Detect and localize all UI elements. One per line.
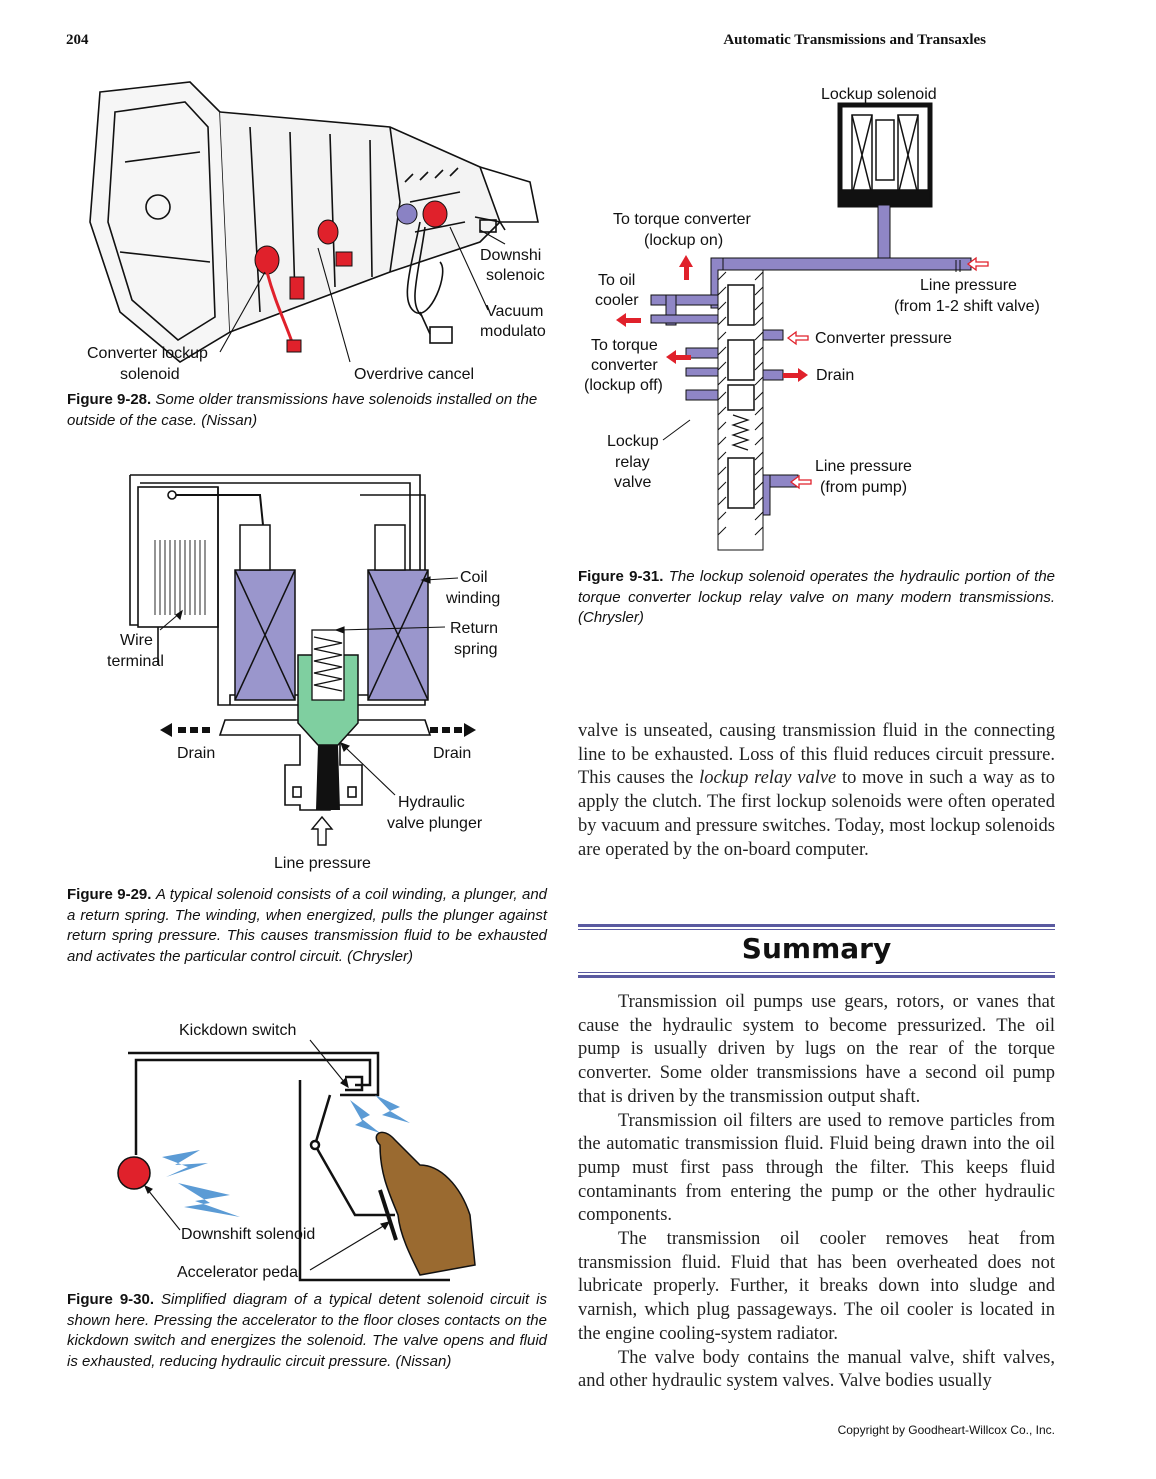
label-wire-terminal-1: Wire <box>120 632 153 649</box>
label-tc-off-2: converter <box>591 357 658 374</box>
label-converter-pressure: Converter pressure <box>815 330 952 347</box>
caption-9-29: Figure 9-29. A typical solenoid consists… <box>67 885 547 967</box>
label-hydraulic-1: Hydraulic <box>398 794 465 811</box>
label-line-pump-2: (from pump) <box>820 479 908 496</box>
text-run: valve is unseated, causing transmission … <box>578 721 1055 789</box>
lockup-relay-valve-diagram <box>616 102 989 551</box>
text-run: to move in such a way as to apply the cl… <box>578 768 1055 860</box>
label-downshift-solenoid: Downshift solenoid <box>181 1226 316 1243</box>
figure-9-29: Coil winding Return spring Wire terminal… <box>100 465 540 880</box>
caption-text: Simplified diagram of a typical detent s… <box>67 1291 547 1370</box>
figure-9-31: Lockup solenoid To torque converter (loc… <box>578 80 1058 555</box>
caption-number: Figure 9-29. <box>67 886 152 903</box>
label-kickdown-switch: Kickdown switch <box>179 1022 297 1039</box>
summary-body: Transmission oil pumps use gears, rotors… <box>578 991 1055 1394</box>
detent-solenoid-circuit <box>117 1039 476 1282</box>
paragraph-continued: valve is unseated, causing transmission … <box>578 720 1055 862</box>
label-overdrive-cancel: Overdrive cancel <box>354 366 475 383</box>
label-wire-terminal-2: terminal <box>107 653 164 670</box>
label-hydraulic-2: valve plunger <box>387 815 483 832</box>
caption-9-30: Figure 9-30. Simplified diagram of a typ… <box>67 1290 547 1372</box>
label-line-pressure: Line pressure <box>274 855 371 872</box>
summary-rule-top-thin <box>578 929 1055 930</box>
running-head: Automatic Transmissions and Transaxles <box>723 32 986 48</box>
label-oil-cooler-1: To oil <box>598 272 636 289</box>
summary-paragraph-4: The valve body contains the manual valve… <box>578 1347 1055 1392</box>
label-drain-right: Drain <box>433 745 472 762</box>
label-relay-valve-3: valve <box>614 474 652 491</box>
summary-paragraph-2: Transmission oil filters are used to rem… <box>578 1110 1055 1226</box>
solenoid-cross-section <box>129 474 476 846</box>
label-drain-left: Drain <box>177 745 216 762</box>
label-relay-valve-2: relay <box>615 454 650 471</box>
label-line-pump-1: Line pressure <box>815 458 912 475</box>
label-tc-off-3: (lockup off) <box>584 377 663 394</box>
page-number: 204 <box>66 32 89 48</box>
caption-number: Figure 9-31. <box>578 568 664 585</box>
caption-9-28: Figure 9-28. Some older transmissions ha… <box>67 390 547 431</box>
label-lockup-solenoid: Lockup solenoid <box>821 86 937 103</box>
label-converter-lockup-1: Converter lockup <box>87 345 208 362</box>
transmission-illustration <box>89 81 539 363</box>
label-oil-cooler-2: cooler <box>595 292 639 309</box>
caption-text: The lockup solenoid operates the hydraul… <box>578 568 1055 626</box>
label-line-1-2-1: Line pressure <box>920 277 1017 294</box>
body-continuation: valve is unseated, causing transmission … <box>578 720 1055 862</box>
label-tc-on-2: (lockup on) <box>644 232 724 249</box>
label-line-1-2-2: (from 1-2 shift valve) <box>894 298 1040 315</box>
caption-9-31: Figure 9-31. The lockup solenoid operate… <box>578 567 1055 629</box>
label-tc-on-1: To torque converter <box>613 211 751 228</box>
label-relay-valve-1: Lockup <box>607 433 659 450</box>
summary-heading: Summary <box>741 932 892 965</box>
copyright-footer: Copyright by Goodheart-Willcox Co., Inc. <box>837 1423 1055 1437</box>
label-converter-lockup-2: solenoid <box>120 366 180 383</box>
summary-rule-top <box>578 924 1055 927</box>
label-coil-2: winding <box>446 590 501 607</box>
label-drain: Drain <box>816 367 855 384</box>
caption-number: Figure 9-30. <box>67 1291 155 1308</box>
label-accelerator-pedal: Accelerator pedal <box>177 1264 302 1281</box>
label-downshift-solenoid-1: Downshi <box>480 247 542 264</box>
caption-text: A typical solenoid consists of a coil wi… <box>67 886 548 965</box>
summary-rule-bottom <box>578 975 1055 978</box>
summary-paragraph-1: Transmission oil pumps use gears, rotors… <box>578 992 1055 1107</box>
label-return-spring-1: Return <box>450 620 499 637</box>
figure-9-28: Downshi solenoic Vacuum modulato Convert… <box>60 72 550 392</box>
label-vacuum-modulator-1: Vacuum <box>486 303 544 320</box>
summary-rule-bottom-thin <box>578 972 1055 973</box>
label-vacuum-modulator-2: modulato <box>480 323 546 340</box>
label-coil-1: Coil <box>460 569 488 586</box>
label-tc-off-1: To torque <box>591 337 658 354</box>
summary-paragraph-3: The transmission oil cooler removes heat… <box>578 1229 1055 1344</box>
caption-text: Some older transmissions have solenoids … <box>67 391 538 429</box>
label-return-spring-2: spring <box>454 641 498 658</box>
figure-9-30: Kickdown switch Downshift solenoid Accel… <box>100 1015 540 1290</box>
term-lockup-relay-valve: lockup relay valve <box>699 768 837 789</box>
caption-number: Figure 9-28. <box>67 391 152 408</box>
label-downshift-solenoid-2: solenoic <box>486 267 545 284</box>
